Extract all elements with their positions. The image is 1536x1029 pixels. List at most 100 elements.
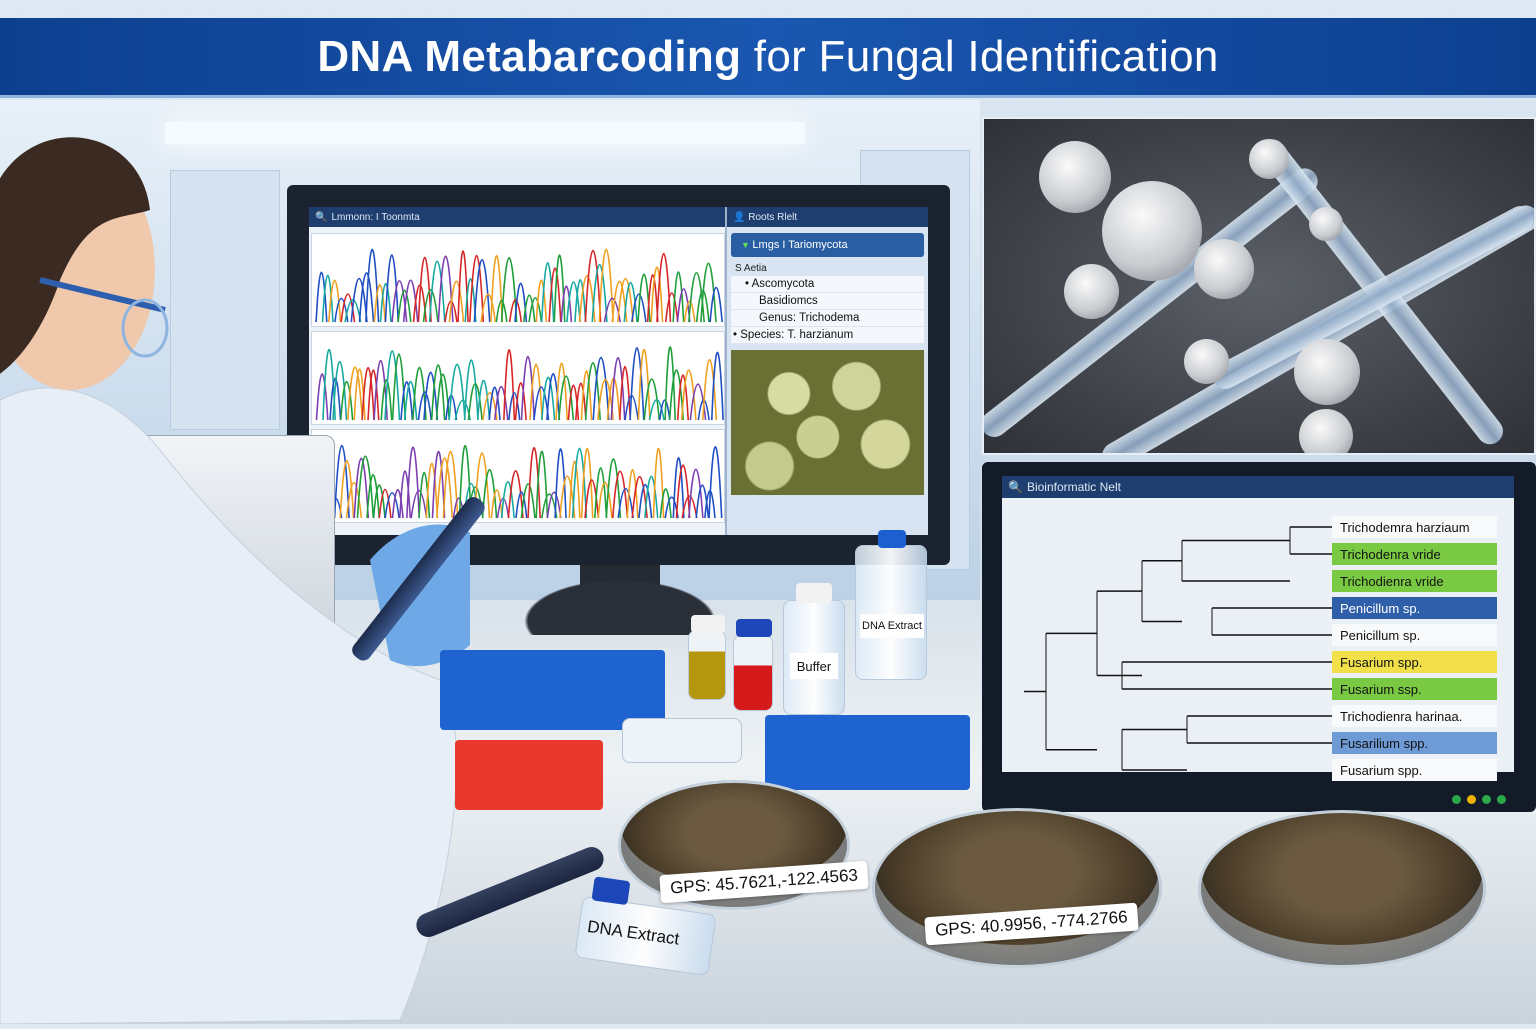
chromatogram-peak xyxy=(448,280,465,323)
chromatogram-peak xyxy=(400,381,414,421)
chromatogram-peak xyxy=(580,447,594,519)
chromatogram-peak xyxy=(668,369,685,421)
chromatogram-peak xyxy=(488,386,501,421)
tree-leaf[interactable]: Trichodienra vride xyxy=(1332,570,1497,592)
user-icon: 👤 xyxy=(733,211,749,223)
chromatogram-peak xyxy=(527,446,541,519)
tree-leaf[interactable]: Fusarium spp. xyxy=(1332,651,1497,673)
chromatogram-peak xyxy=(584,249,602,323)
search-icon: 🔍 xyxy=(1008,480,1023,494)
chromatogram-peak xyxy=(425,462,439,519)
chromatogram-peak xyxy=(566,281,581,323)
chromatogram-peak xyxy=(591,264,608,323)
chromatogram-peak xyxy=(535,279,548,323)
chromatogram-peak xyxy=(676,374,690,421)
tree-leaf[interactable]: Trichodemra harziaum xyxy=(1332,516,1497,538)
taxonomy-item[interactable]: Ascomycota xyxy=(731,276,924,293)
chromatogram-peak xyxy=(515,491,528,519)
title-banner: DNA Metabarcoding for Fungal Identificat… xyxy=(0,18,1536,98)
chromatogram-peak xyxy=(568,460,581,519)
chromatogram-peak xyxy=(490,254,504,323)
chromatogram-peak xyxy=(528,297,543,323)
tree-leaf[interactable]: Trichodenra vride xyxy=(1332,543,1497,565)
chromatogram-peak xyxy=(366,474,381,519)
chromatogram-peak xyxy=(384,492,400,519)
chromatogram-peak xyxy=(520,483,536,519)
chromatogram-peak xyxy=(476,380,491,421)
chromatogram-peak xyxy=(520,355,536,421)
chromatogram-peak xyxy=(535,450,549,519)
red-vial xyxy=(733,619,773,711)
chromatogram-peak xyxy=(560,285,573,323)
chromatogram-peak xyxy=(361,367,375,421)
taxonomy-item[interactable]: Basidiomcs xyxy=(731,293,924,310)
chromatogram-peak xyxy=(423,371,439,421)
fungal-colony-image xyxy=(731,350,924,495)
chromatogram-peak xyxy=(322,348,336,421)
chromatogram-peak xyxy=(397,289,412,323)
yellow-vial xyxy=(688,615,726,700)
tree-leaf[interactable]: Fusarium spp. xyxy=(1332,759,1497,781)
chromatogram-peak xyxy=(548,267,562,323)
tree-leaf[interactable]: Fusarium ssp. xyxy=(1332,678,1497,700)
chromatogram-peak xyxy=(555,362,569,421)
chromatogram-peak xyxy=(346,366,364,421)
chromatogram-peak xyxy=(514,382,527,421)
chromatogram-peak xyxy=(695,484,710,519)
chromatogram-peak xyxy=(529,363,543,421)
tree-leaf[interactable]: Penicillum sp. xyxy=(1332,597,1497,619)
tree-leaf[interactable]: Penicillum sp. xyxy=(1332,624,1497,646)
chromatogram-peak xyxy=(664,292,679,323)
chromatogram-peak xyxy=(508,392,521,421)
window-title: Bioinformatic Nelt xyxy=(1026,480,1121,494)
chromatogram-peak xyxy=(631,293,647,323)
tube-rack-blue xyxy=(765,715,970,790)
status-lights xyxy=(1452,795,1506,804)
chromatogram-peak xyxy=(610,356,626,421)
chromatogram-peak xyxy=(399,470,412,519)
chromatogram-peak xyxy=(500,481,515,519)
chromatogram-peak xyxy=(648,399,665,421)
taxonomy-panel: 👤 Roots Rlelt Lmgs I Tariomycota S Aetia… xyxy=(727,207,928,535)
panel-title: Roots Rlelt xyxy=(748,211,798,223)
tube-rack-red xyxy=(455,740,603,810)
chromatogram-peak xyxy=(367,369,380,421)
chromatogram-peak xyxy=(681,495,698,519)
chromatogram-peak xyxy=(384,254,400,323)
chromatogram-peak xyxy=(458,445,472,519)
chromatogram-peak xyxy=(503,348,516,421)
chromatogram-peak xyxy=(480,293,497,323)
taxonomy-item[interactable]: Genus: Trichodema xyxy=(731,310,924,327)
chromatogram-peak xyxy=(683,300,696,323)
tree-leaf[interactable]: Trichodienra harinaa. xyxy=(1332,705,1497,727)
chromatogram-peak xyxy=(584,479,600,519)
taxonomy-selected[interactable]: Lmgs I Tariomycota xyxy=(731,233,924,257)
chromatogram-peak xyxy=(473,452,491,519)
chromatogram-peak xyxy=(428,260,446,323)
status-light xyxy=(1452,795,1461,804)
chromatogram-peak xyxy=(523,294,536,323)
chromatogram-peak xyxy=(437,255,454,323)
lab-shelf xyxy=(170,170,280,430)
chromatogram-peak xyxy=(574,279,587,323)
chromatogram-peak xyxy=(403,381,418,421)
chromatogram-peak xyxy=(481,468,498,519)
fungal-micrograph xyxy=(982,117,1536,455)
chromatogram-peak xyxy=(709,286,723,323)
chromatogram-peak xyxy=(380,379,393,421)
chromatogram-peak xyxy=(700,262,717,323)
chromatogram-peak xyxy=(358,272,375,323)
chromatogram-peak xyxy=(345,482,363,519)
chromatogram-peak xyxy=(464,278,477,323)
taxonomy-item[interactable]: Species: T. harzianum xyxy=(731,327,924,344)
chromatogram-peak xyxy=(652,447,665,519)
chromatogram-peak xyxy=(637,348,651,421)
chromatogram-peak xyxy=(344,299,362,323)
buffer-bottle: Buffer xyxy=(783,583,845,715)
chromatogram-peak xyxy=(508,299,523,323)
chromatogram-peak xyxy=(490,489,503,519)
tree-leaf[interactable]: Fusarilium spp. xyxy=(1332,732,1497,754)
chromatogram-peak xyxy=(554,448,567,519)
chromatogram-peak xyxy=(412,366,427,421)
chromatogram-peak xyxy=(436,457,454,519)
